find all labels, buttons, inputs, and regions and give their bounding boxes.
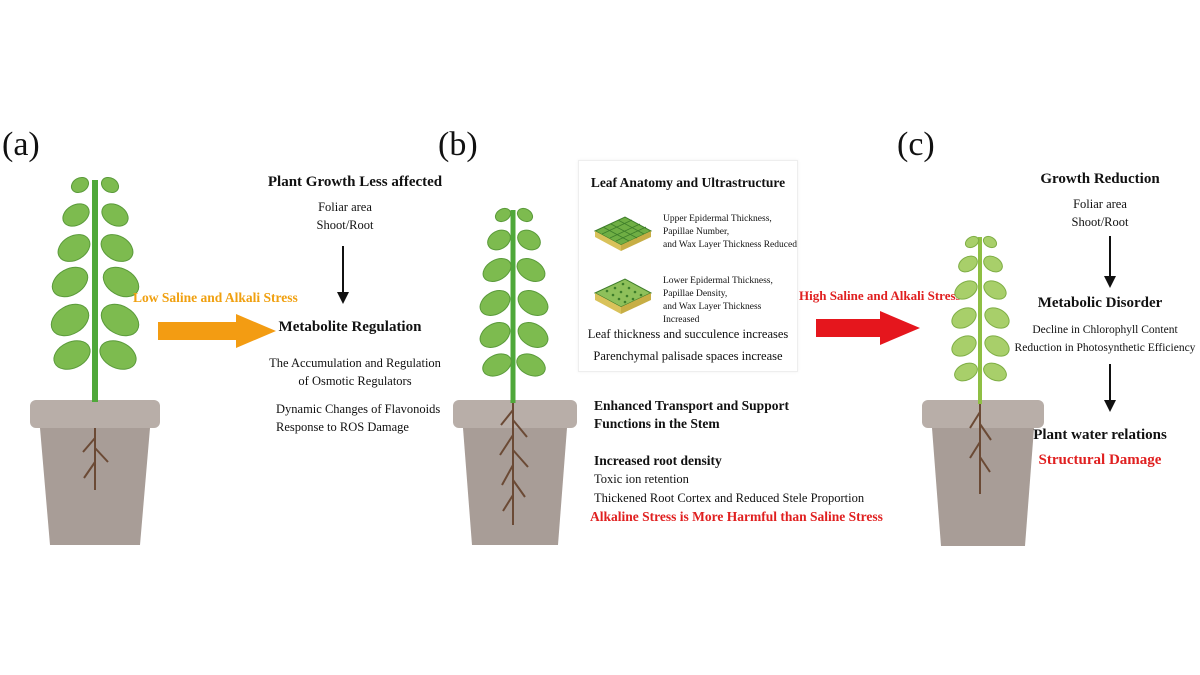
root-density-title: Increased root density xyxy=(594,453,722,468)
high-stress-arrow xyxy=(816,311,920,345)
stem-line-1: Enhanced Transport and Support xyxy=(594,398,789,413)
root-cortex-text: Thickened Root Cortex and Reduced Stele … xyxy=(594,491,865,505)
upper-epidermis-icon xyxy=(593,216,653,251)
panel-label-b: (b) xyxy=(438,126,478,163)
upper-line-3: and Wax Layer Thickness Reduced xyxy=(663,240,797,250)
upper-epidermis-text: Upper Epidermal Thickness, Papillae Numb… xyxy=(663,213,797,252)
lower-epidermis-icon xyxy=(593,278,653,314)
low-stress-arrow xyxy=(158,314,276,348)
metabolic-disorder-title: Metabolic Disorder xyxy=(1037,295,1163,311)
plant-b-illustration xyxy=(453,207,577,545)
panel-label-a: (a) xyxy=(2,126,40,163)
plant-c-illustration xyxy=(922,235,1044,546)
leaf-thickness-text: Leaf thickness and succulence increases xyxy=(587,327,789,341)
growth-item-c-2: Shoot/Root xyxy=(1071,215,1129,229)
alkaline-note: Alkaline Stress is More Harmful than Sal… xyxy=(590,509,883,524)
lower-line-1: Lower Epidermal Thickness, xyxy=(663,276,773,286)
palisade-text: Parenchymal palisade spaces increase xyxy=(593,349,783,363)
lower-line-2: Papillae Density, xyxy=(663,289,728,299)
ros-text: Response to ROS Damage xyxy=(276,420,409,434)
toxic-ion-text: Toxic ion retention xyxy=(594,472,689,486)
down-arrow-c-1 xyxy=(1104,236,1116,288)
low-stress-label: Low Saline and Alkali Stress xyxy=(133,290,298,305)
growth-item-a-1: Foliar area xyxy=(318,200,372,214)
photosynthesis-text: Reduction in Photosynthetic Efficiency xyxy=(1014,342,1196,354)
metabolite-title: Metabolite Regulation xyxy=(278,319,422,335)
lower-epidermis-text: Lower Epidermal Thickness, Papillae Dens… xyxy=(663,275,797,327)
pot-rim xyxy=(30,400,160,428)
upper-line-2: Papillae Number, xyxy=(663,227,730,237)
growth-item-a-2: Shoot/Root xyxy=(316,218,374,232)
down-arrow-c-2 xyxy=(1104,364,1116,412)
growth-item-c-1: Foliar area xyxy=(1073,197,1127,211)
growth-reduction-title: Growth Reduction xyxy=(1040,171,1160,187)
lower-line-3: and Wax Layer Thickness Increased xyxy=(663,302,762,325)
leaf-anatomy-box: Leaf Anatomy and Ultrastructure Upper Ep… xyxy=(578,160,798,372)
high-stress-label: High Saline and Alkali Stress xyxy=(799,288,961,303)
leaf-anatomy-title: Leaf Anatomy and Ultrastructure xyxy=(590,175,786,190)
panel-label-c: (c) xyxy=(897,126,935,163)
flavonoids-text: Dynamic Changes of Flavonoids xyxy=(276,402,441,416)
water-relations-title: Plant water relations xyxy=(1033,427,1167,443)
upper-line-1: Upper Epidermal Thickness, xyxy=(663,214,772,224)
chlorophyll-text: Decline in Chlorophyll Content xyxy=(1032,324,1178,336)
osmotic-line-2: of Osmotic Regulators xyxy=(298,374,412,388)
growth-title-a: Plant Growth Less affected xyxy=(267,174,443,190)
plant-a-illustration xyxy=(30,176,160,545)
osmotic-line-1: The Accumulation and Regulation xyxy=(269,356,441,370)
structural-damage-text: Structural Damage xyxy=(1038,452,1162,468)
stem-line-2: Functions in the Stem xyxy=(594,416,720,431)
down-arrow-a xyxy=(337,246,349,304)
